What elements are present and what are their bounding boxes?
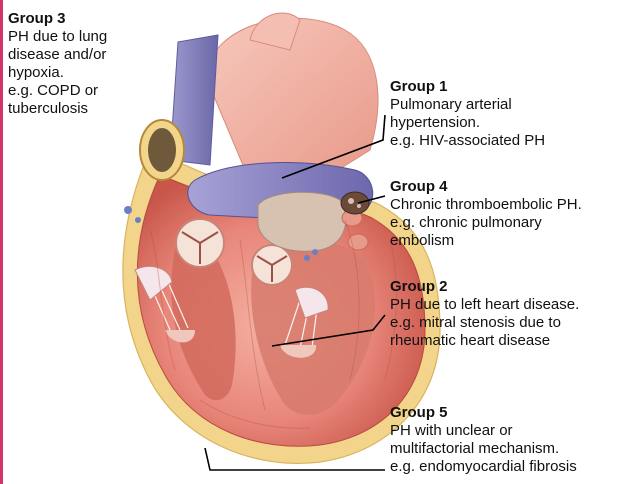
group3-label: Group 3 PH due to lung disease and/or hy… <box>8 10 107 118</box>
group2-line: PH due to left heart disease. <box>390 296 579 314</box>
group5-title: Group 5 <box>390 404 577 422</box>
group5-label: Group 5 PH with unclear or multifactoria… <box>390 404 577 476</box>
group3-line: hypoxia. <box>8 64 107 82</box>
group2-title: Group 2 <box>390 278 579 296</box>
group1-label: Group 1 Pulmonary arterial hypertension.… <box>390 78 545 150</box>
thrombus <box>341 192 369 214</box>
group1-line: hypertension. <box>390 114 545 132</box>
left-atrium <box>258 192 346 251</box>
group3-line: e.g. COPD or <box>8 82 107 100</box>
group1-line: e.g. HIV-associated PH <box>390 132 545 150</box>
group3-line: PH due to lung <box>8 28 107 46</box>
group2-line: rheumatic heart disease <box>390 332 579 350</box>
group5-line: PH with unclear or <box>390 422 577 440</box>
group5-line: multifactorial mechanism. <box>390 440 577 458</box>
group1-line: Pulmonary arterial <box>390 96 545 114</box>
aortic-valve <box>252 245 292 285</box>
group4-line: e.g. chronic pulmonary <box>390 214 582 232</box>
group3-line: tuberculosis <box>8 100 107 118</box>
group1-title: Group 1 <box>390 78 545 96</box>
pulmonary-valve <box>176 219 224 267</box>
group3-line: disease and/or <box>8 46 107 64</box>
group5-line: e.g. endomyocardial fibrosis <box>390 458 577 476</box>
group2-label: Group 2 PH due to left heart disease. e.… <box>390 278 579 350</box>
group4-line: embolism <box>390 232 582 250</box>
group4-label: Group 4 Chronic thromboembolic PH. e.g. … <box>390 178 582 250</box>
group3-title: Group 3 <box>8 10 107 28</box>
group4-line: Chronic thromboembolic PH. <box>390 196 582 214</box>
group4-title: Group 4 <box>390 178 582 196</box>
group2-line: e.g. mitral stenosis due to <box>390 314 579 332</box>
